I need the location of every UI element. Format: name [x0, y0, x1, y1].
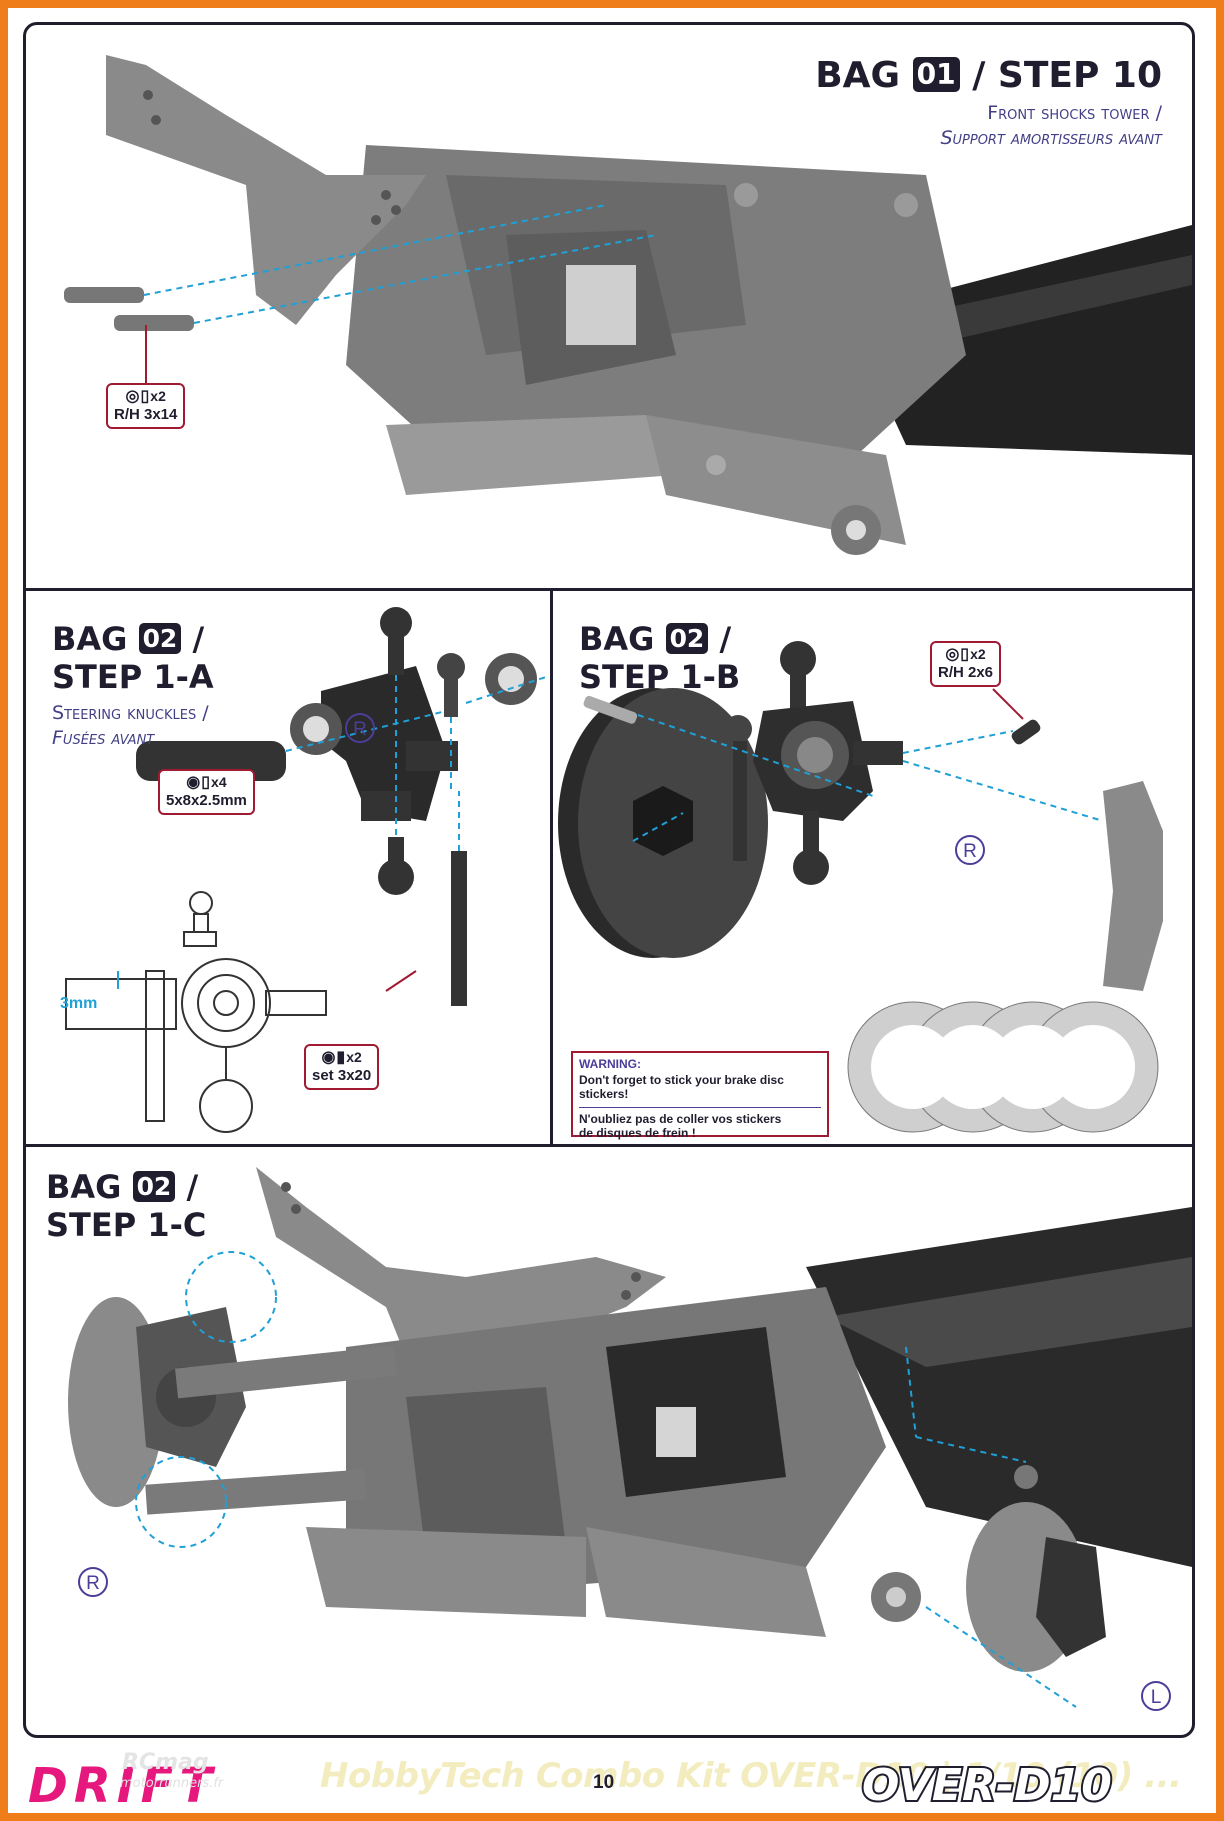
front-shock-tower-illustration: [64, 55, 1192, 555]
part-tag-bearing-5x8x2.5: ◉▯x4 5x8x2.5mm: [158, 769, 255, 815]
step-1a-title: BAG 02 / STEP 1-A: [52, 620, 214, 696]
right-side-marker: R: [78, 1567, 108, 1597]
step-10-subtitle: Front shocks tower / Support amortisseur…: [940, 102, 1162, 149]
part-tag-rh-2x6: ◎▯x2 R/H 2x6: [930, 641, 1002, 687]
warning-box: WARNING: Don't forget to stick your brak…: [571, 1051, 829, 1140]
step-10-title: BAG 01 / STEP 10: [815, 55, 1162, 96]
bearing-icon: ◉▯: [186, 774, 212, 791]
panel-step-1a: BAG 02 / STEP 1-A Steering knuckles / Fu…: [26, 591, 553, 1147]
rcmag-logo: RCmag: [122, 1750, 209, 1775]
brake-disc-illustration: [558, 641, 1163, 1133]
washer-screw-icon: ◎▯: [125, 388, 151, 405]
drift-logo: DRIFT: [28, 1762, 218, 1810]
panel-step-1c: BAG 02 / STEP 1-C R L: [26, 1147, 1192, 1735]
kit-watermark-text: HobbyTech Combo Kit OVER-D10 | 1/10 (10)…: [320, 1756, 1182, 1796]
svg-text:DRIFT: DRIFT: [28, 1762, 218, 1810]
panel-step-10: BAG 01 / STEP 10 Front shocks tower / Su…: [26, 25, 1192, 591]
step-1c-title: BAG 02 / STEP 1-C: [46, 1168, 207, 1244]
panel-step-1b: BAG 02 / STEP 1-B ◎▯x2 R/H 2x6 R WARNING…: [553, 591, 1192, 1147]
instruction-frame: BAG 01 / STEP 10 Front shocks tower / Su…: [23, 22, 1195, 1738]
dimension-label: 3mm: [60, 995, 98, 1012]
steering-knuckle-illustration: [65, 607, 547, 1133]
right-side-marker: R: [955, 835, 985, 865]
left-side-marker: L: [1141, 1681, 1171, 1711]
step-1a-subtitle: Steering knuckles / Fusées avant: [52, 702, 209, 749]
right-side-marker: R: [345, 713, 375, 743]
page-footer: DRIFT RCmag motorrunners.fr HobbyTech Co…: [8, 1748, 1216, 1813]
set-screw-icon: ◉▮: [321, 1049, 347, 1066]
rcmag-subtitle: motorrunners.fr: [120, 1776, 224, 1791]
page-sheet: BAG 01 / STEP 10 Front shocks tower / Su…: [8, 8, 1216, 1813]
svg-text:OVER-D10: OVER-D10: [862, 1760, 1112, 1808]
knuckle-line-drawing: [65, 891, 327, 1133]
front-assembly-illustration: [68, 1167, 1192, 1708]
part-tag-set-screw-3x20: ◉▮x2 set 3x20: [304, 1044, 380, 1090]
step-1b-title: BAG 02 / STEP 1-B: [579, 620, 741, 696]
washer-screw-icon: ◎▯: [945, 646, 971, 663]
part-tag-rh-3x14: ◎▯x2 R/H 3x14: [106, 383, 186, 429]
screw-rh-3x14-icon: [64, 287, 194, 331]
page-number: 10: [593, 1772, 615, 1793]
over-d10-logo: OVER-D10: [860, 1758, 1114, 1808]
